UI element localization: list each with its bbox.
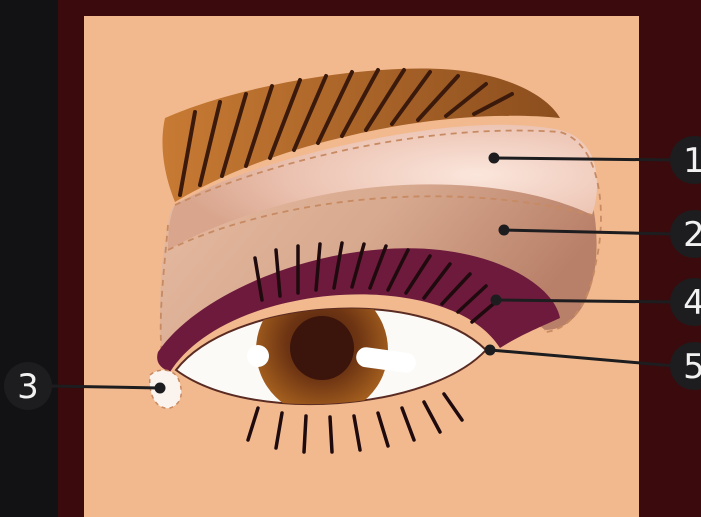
pointer-dot-3: [156, 384, 164, 392]
pointer-dot-2: [500, 226, 508, 234]
pointer-dot-5: [486, 346, 494, 354]
pupil: [290, 316, 354, 380]
pointer-line-1: [494, 158, 675, 160]
pointer-dot-1: [490, 154, 498, 162]
marker-3: 3: [4, 362, 52, 410]
marker-2-label: 2: [683, 215, 701, 255]
pointer-dot-4: [492, 296, 500, 304]
marker-5-label: 5: [683, 347, 701, 387]
catchlight-left: [247, 345, 269, 367]
marker-1-label: 1: [683, 141, 701, 181]
marker-4-label: 4: [683, 283, 701, 323]
marker-3-label: 3: [17, 367, 39, 407]
left-dark-strip: [0, 0, 58, 517]
pointer-line-4: [496, 300, 675, 302]
pointer-line-3: [48, 386, 160, 388]
